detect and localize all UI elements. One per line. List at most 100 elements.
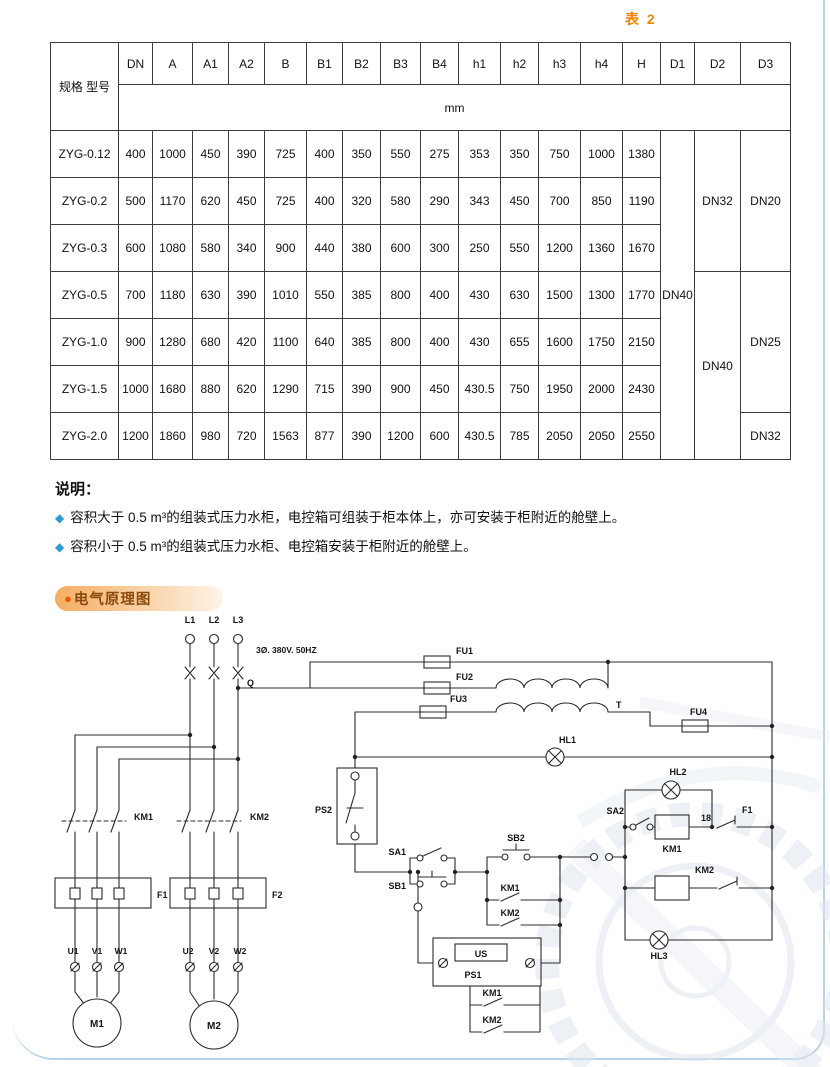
motor-m1 (72, 998, 122, 1048)
u1-label: U1 (68, 946, 79, 956)
value-cell: 700 (538, 177, 581, 225)
sb2-label: SB2 (507, 833, 525, 843)
value-cell: 385 (342, 318, 381, 366)
value-cell: 1670 (622, 224, 661, 272)
column-header: A2 (228, 42, 265, 85)
value-cell: 2050 (538, 412, 581, 460)
value-cell: 2000 (580, 365, 623, 413)
value-cell: 400 (306, 177, 343, 225)
value-cell: 750 (500, 365, 539, 413)
value-cell: 1180 (152, 271, 193, 319)
value-cell: 1100 (264, 318, 307, 366)
value-cell: 630 (500, 271, 539, 319)
indicator-lamp-hl1 (545, 747, 565, 767)
value-cell: 1000 (118, 365, 153, 413)
value-cell: 800 (380, 318, 421, 366)
value-cell: 1300 (580, 271, 623, 319)
column-header: B3 (380, 42, 421, 85)
fu2-label: FU2 (456, 672, 473, 682)
pipe-size-cell: DN40 (660, 130, 695, 460)
w2-label: W2 (234, 946, 247, 956)
column-header: D2 (694, 42, 741, 85)
column-header: h2 (500, 42, 539, 85)
value-cell: 390 (342, 365, 381, 413)
km2-coil-label: KM2 (695, 865, 714, 875)
value-cell: 1563 (264, 412, 307, 460)
value-cell: 725 (264, 130, 307, 178)
value-cell: 1500 (538, 271, 581, 319)
value-cell: 1770 (622, 271, 661, 319)
fu3-label: FU3 (450, 694, 467, 704)
diamond-bullet-icon: ◆ (55, 540, 65, 555)
value-cell: 580 (192, 224, 229, 272)
value-cell: 1680 (152, 365, 193, 413)
f1-label: F1 (157, 890, 168, 900)
m1-label: M1 (90, 1019, 104, 1030)
pipe-size-cell: DN20 (740, 130, 791, 272)
motor-m2 (189, 1000, 239, 1050)
column-header: B (264, 42, 307, 85)
column-header: B1 (306, 42, 343, 85)
phase-label-l3: L3 (233, 615, 244, 625)
switch-sa2 (629, 817, 654, 831)
value-cell: 550 (380, 130, 421, 178)
value-cell: 400 (118, 130, 153, 178)
switch-sa1 (416, 847, 448, 862)
value-cell: 390 (228, 271, 265, 319)
fuse-fu4 (681, 719, 709, 733)
transformer-coils (495, 678, 609, 713)
column-header: h3 (538, 42, 581, 85)
value-cell: 880 (192, 365, 229, 413)
value-cell: 980 (192, 412, 229, 460)
value-cell: 400 (420, 318, 459, 366)
value-cell: 1000 (152, 130, 193, 178)
column-header: h1 (458, 42, 501, 85)
value-cell: 1200 (380, 412, 421, 460)
indicator-lamp-hl2 (661, 780, 681, 800)
contactor-main-contacts (61, 809, 242, 833)
value-cell: 275 (420, 130, 459, 178)
value-cell: 900 (380, 365, 421, 413)
thermal-relay-f2 (169, 877, 267, 909)
value-cell: 390 (228, 130, 265, 178)
wire-terminals (413, 852, 614, 912)
fu1-label: FU1 (456, 646, 473, 656)
u2-label: U2 (183, 946, 194, 956)
f1-contact-label: F1 (742, 805, 753, 815)
phase-terminals (184, 633, 244, 645)
section-header: ● 电气原理图 (55, 586, 223, 611)
value-cell: 720 (228, 412, 265, 460)
column-header: H (622, 42, 661, 85)
notes-title: 说明： (55, 481, 101, 498)
m2-label: M2 (207, 1021, 221, 1032)
aux-contact-km2 (500, 917, 520, 927)
model-cell: ZYG-0.12 (50, 130, 119, 178)
value-cell: 1280 (152, 318, 193, 366)
fuse-fu2 (423, 681, 451, 695)
value-cell: 877 (306, 412, 343, 460)
coil-km2 (654, 875, 690, 901)
value-cell: 500 (118, 177, 153, 225)
note-text: 容积大于 0.5 m³的组装式压力水柜，电控箱可组装于柜本体上，亦可安装于柜附近… (70, 510, 626, 525)
value-cell: 430 (458, 271, 501, 319)
km2-main-label: KM2 (250, 812, 269, 822)
junction-dots (187, 659, 775, 928)
value-cell: 700 (118, 271, 153, 319)
value-cell: 850 (580, 177, 623, 225)
pipe-size-cell: DN32 (740, 412, 791, 460)
electrical-schematic-diagram: L1 L2 L3 3Ø. 380V. 50HZ Q FU1 FU2 FU3 T … (54, 615, 830, 1067)
value-cell: 715 (306, 365, 343, 413)
pressure-switch-ps2 (336, 767, 378, 845)
value-cell: 430.5 (458, 365, 501, 413)
value-cell: 1360 (580, 224, 623, 272)
value-cell: 600 (118, 224, 153, 272)
value-cell: 1290 (264, 365, 307, 413)
value-cell: 2150 (622, 318, 661, 366)
value-cell: 680 (192, 318, 229, 366)
value-cell: 350 (500, 130, 539, 178)
value-cell: 725 (264, 177, 307, 225)
unit-cell: mm (118, 84, 791, 131)
transformer-label: T (616, 700, 622, 710)
